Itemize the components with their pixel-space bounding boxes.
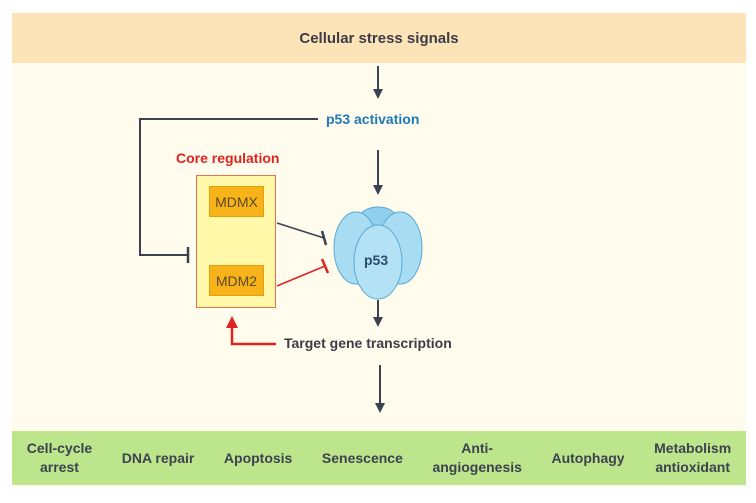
outcome-cell-cycle-arrest: Cell-cycle arrest <box>26 440 93 475</box>
mdmx-box: MDMX <box>209 186 264 217</box>
p53-activation-label: p53 activation <box>326 111 420 127</box>
outcome-apoptosis: Apoptosis <box>223 449 293 466</box>
core-regulation-label: Core regulation <box>176 150 280 166</box>
stress-signals-band: Cellular stress signals <box>12 13 746 63</box>
target-gene-transcription-label: Target gene transcription <box>284 335 452 351</box>
outcome-anti-angiogenesis: Anti- angiogenesis <box>432 440 522 475</box>
outcome-metabolism-antioxidant: Metabolism antioxidant <box>654 440 732 475</box>
mdm2-label: MDM2 <box>215 272 258 289</box>
outcome-senescence: Senescence <box>321 449 403 466</box>
inhibit-activation-to-core <box>139 118 318 256</box>
arrow-target-to-core <box>226 316 276 346</box>
outcome-dna-repair: DNA repair <box>121 449 195 466</box>
mdmx-label: MDMX <box>215 193 258 210</box>
inhibit-mdm2-to-p53 <box>276 265 326 287</box>
inhibit-mdmx-to-p53 <box>276 222 325 239</box>
inhibit-bar-mdmx <box>320 230 328 246</box>
stress-signals-label: Cellular stress signals <box>299 29 459 47</box>
p53-tetramer-icon <box>333 206 423 300</box>
outcomes-band: Cell-cycle arrest DNA repair Apoptosis S… <box>12 431 746 485</box>
outcome-autophagy: Autophagy <box>551 449 625 466</box>
inhibit-bar-mdm2 <box>320 258 330 274</box>
p53-label: p53 <box>364 252 389 268</box>
mdm2-box: MDM2 <box>209 265 264 296</box>
